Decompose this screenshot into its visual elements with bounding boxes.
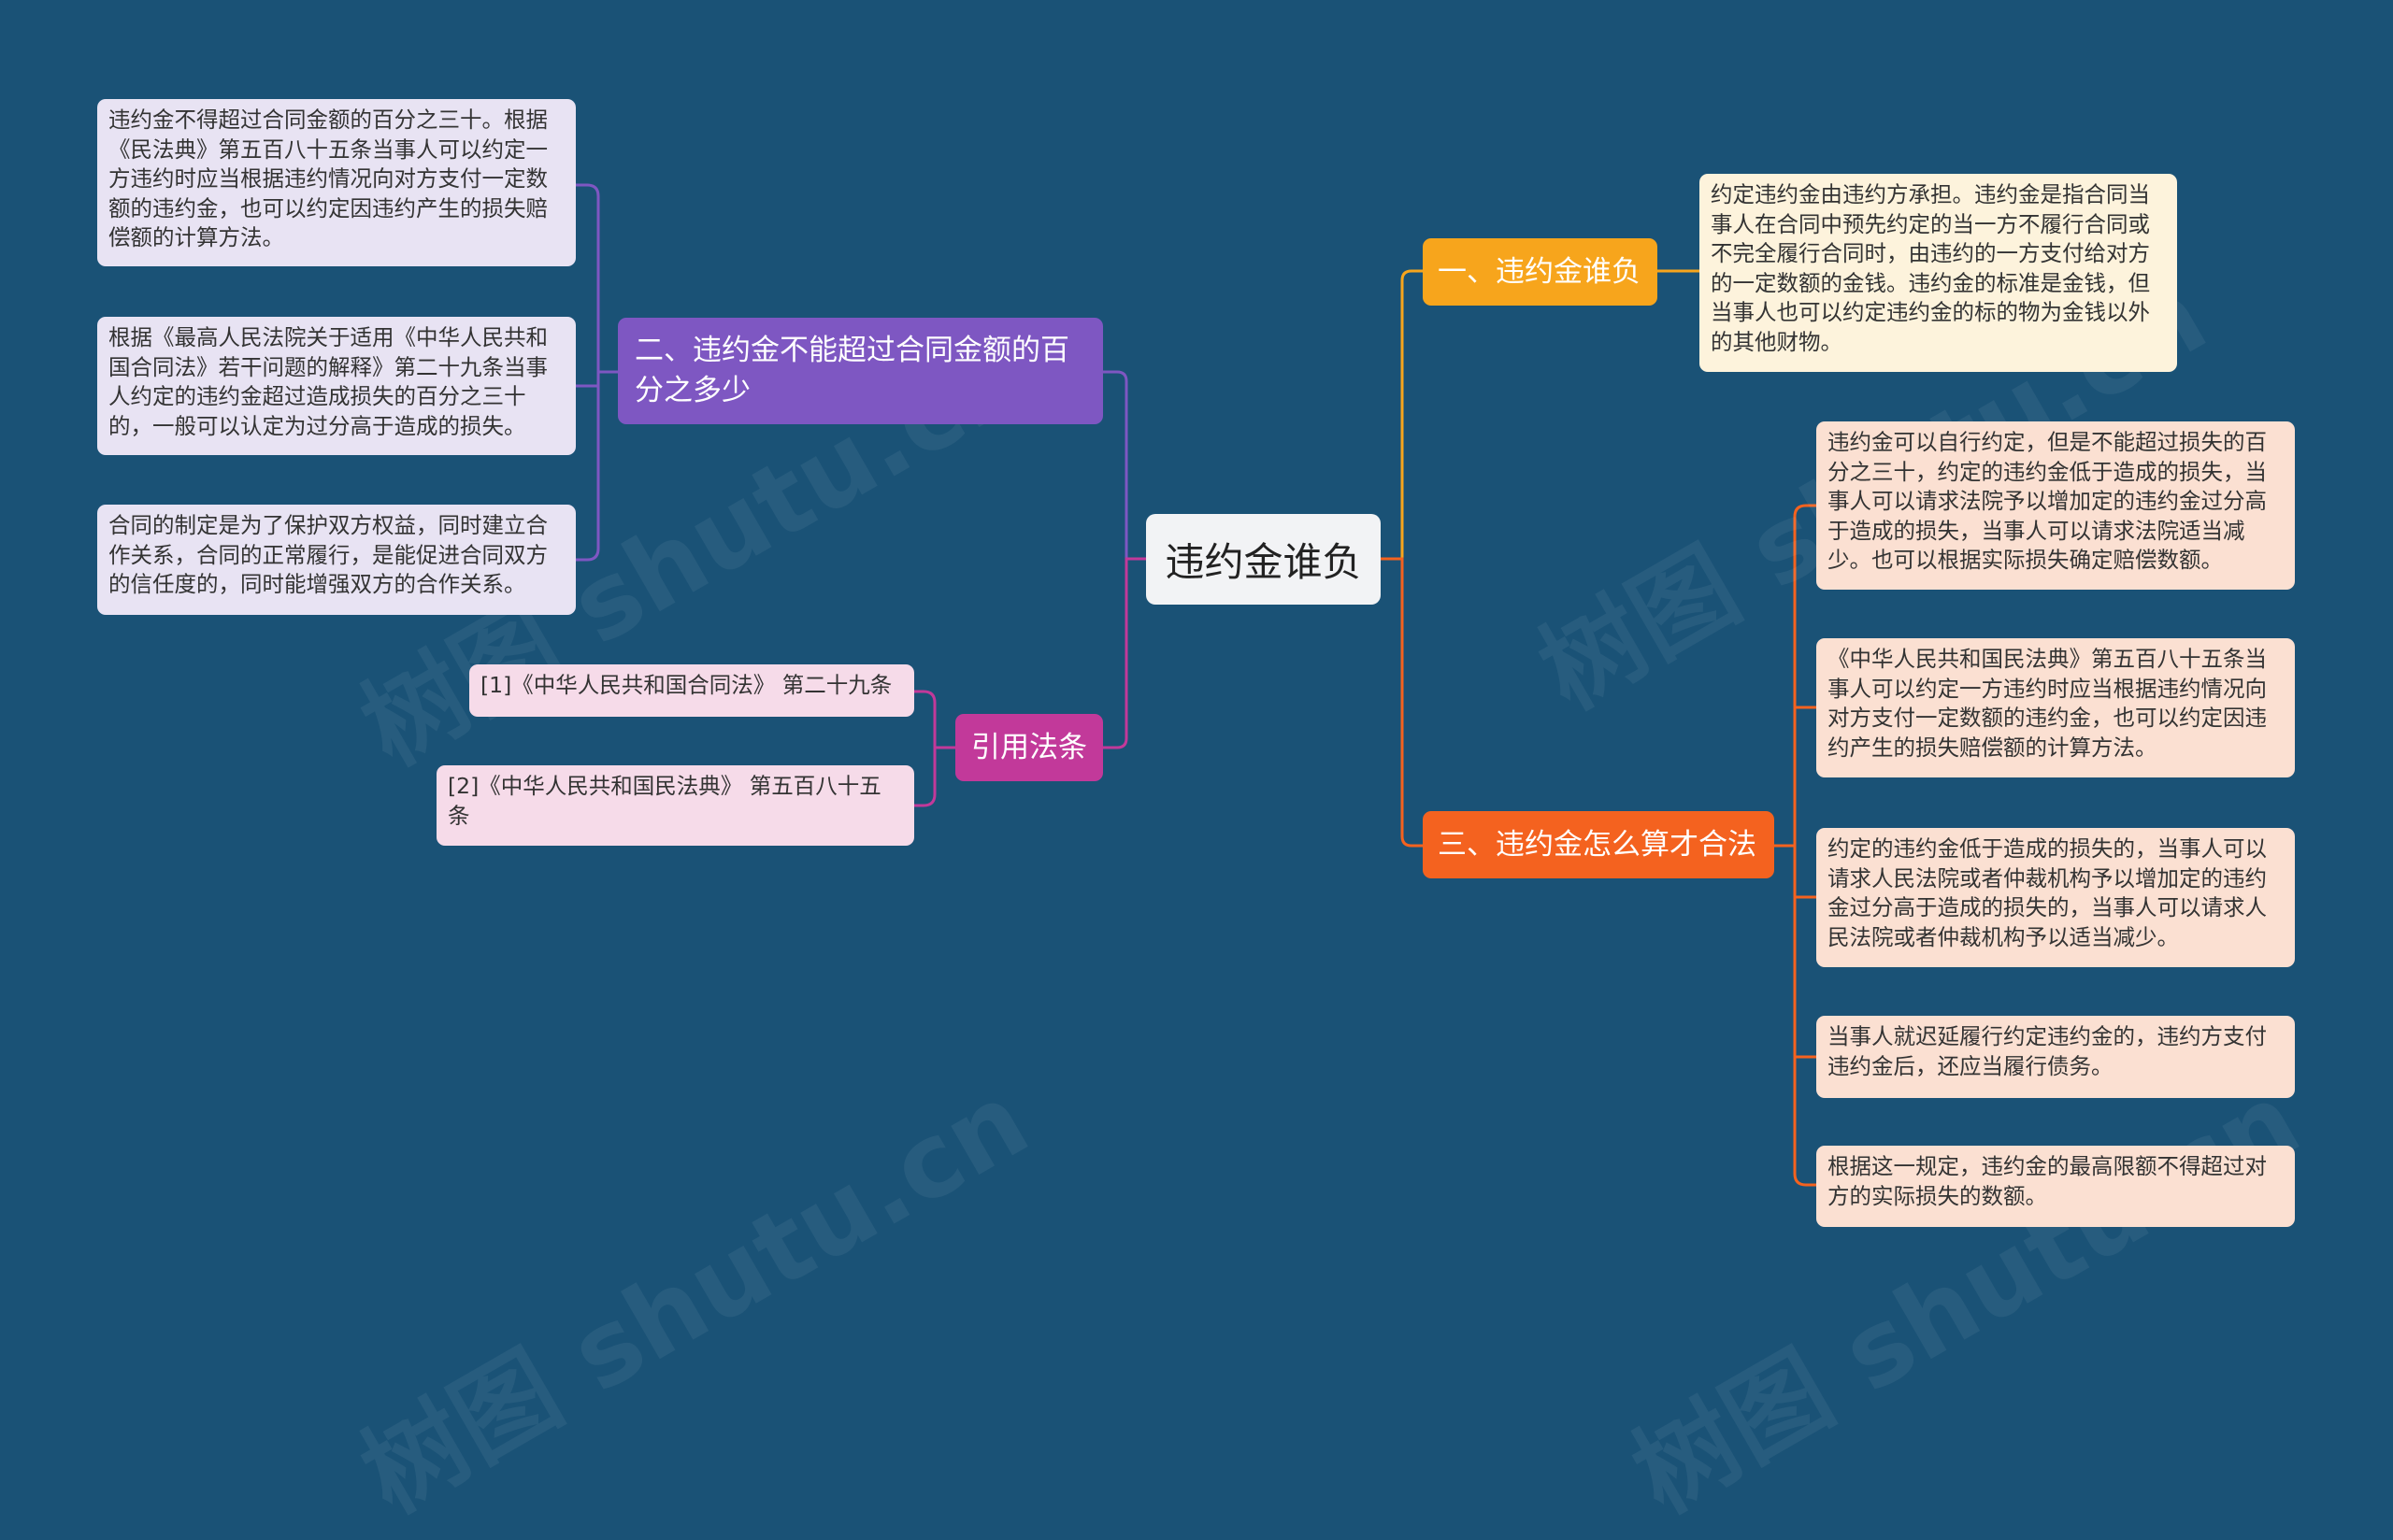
link-root-limit	[1103, 370, 1146, 561]
branch-calc[interactable]: 三、违约金怎么算才合法	[1423, 811, 1774, 878]
leaf-cite-1: [1]《中华人民共和国合同法》 第二十九条	[469, 664, 914, 717]
link-cite-leaves	[914, 690, 955, 807]
leaf-calc-2: 《中华人民共和国民法典》第五百八十五条当事人可以约定一方违约时应当根据违约情况向…	[1816, 638, 2295, 777]
link-root-cite	[1103, 557, 1146, 749]
leaf-calc-4: 当事人就迟延履行约定违约金的，违约方支付违约金后，还应当履行债务。	[1816, 1016, 2295, 1098]
leaf-limit-2: 根据《最高人民法院关于适用《中华人民共和国合同法》若干问题的解释》第二十九条当事…	[97, 317, 576, 455]
leaf-calc-5: 根据这一规定，违约金的最高限额不得超过对方的实际损失的数额。	[1816, 1146, 2295, 1227]
connector-lines	[576, 183, 1816, 1187]
leaf-limit-3: 合同的制定是为了保护双方权益，同时建立合作关系，合同的正常履行，是能促进合同双方…	[97, 505, 576, 615]
link-root-who	[1381, 269, 1423, 561]
leaf-cite-2: [2]《中华人民共和国民法典》 第五百八十五条	[437, 765, 914, 846]
leaf-calc-1: 违约金可以自行约定，但是不能超过损失的百分之三十，约定的违约金低于造成的损失，当…	[1816, 421, 2295, 590]
leaf-calc-3: 约定的违约金低于造成的损失的，当事人可以请求人民法院或者仲裁机构予以增加定的违约…	[1816, 828, 2295, 967]
link-root-calc	[1381, 557, 1423, 848]
leaf-who-1: 约定违约金由违约方承担。违约金是指合同当事人在合同中预先约定的当一方不履行合同或…	[1699, 174, 2177, 372]
link-limit-leaves	[576, 183, 618, 562]
root-node[interactable]: 违约金谁负	[1146, 514, 1381, 605]
mindmap-canvas: 树图 shutu.cn 树图 shutu.cn 树图 shutu.cn 树图 s…	[97, 99, 2319, 1536]
branch-cite[interactable]: 引用法条	[955, 714, 1103, 781]
link-calc-leaves	[1774, 504, 1816, 1187]
branch-who[interactable]: 一、违约金谁负	[1423, 238, 1657, 306]
branch-limit[interactable]: 二、违约金不能超过合同金额的百分之多少	[618, 318, 1103, 424]
leaf-limit-1: 违约金不得超过合同金额的百分之三十。根据《民法典》第五百八十五条当事人可以约定一…	[97, 99, 576, 266]
